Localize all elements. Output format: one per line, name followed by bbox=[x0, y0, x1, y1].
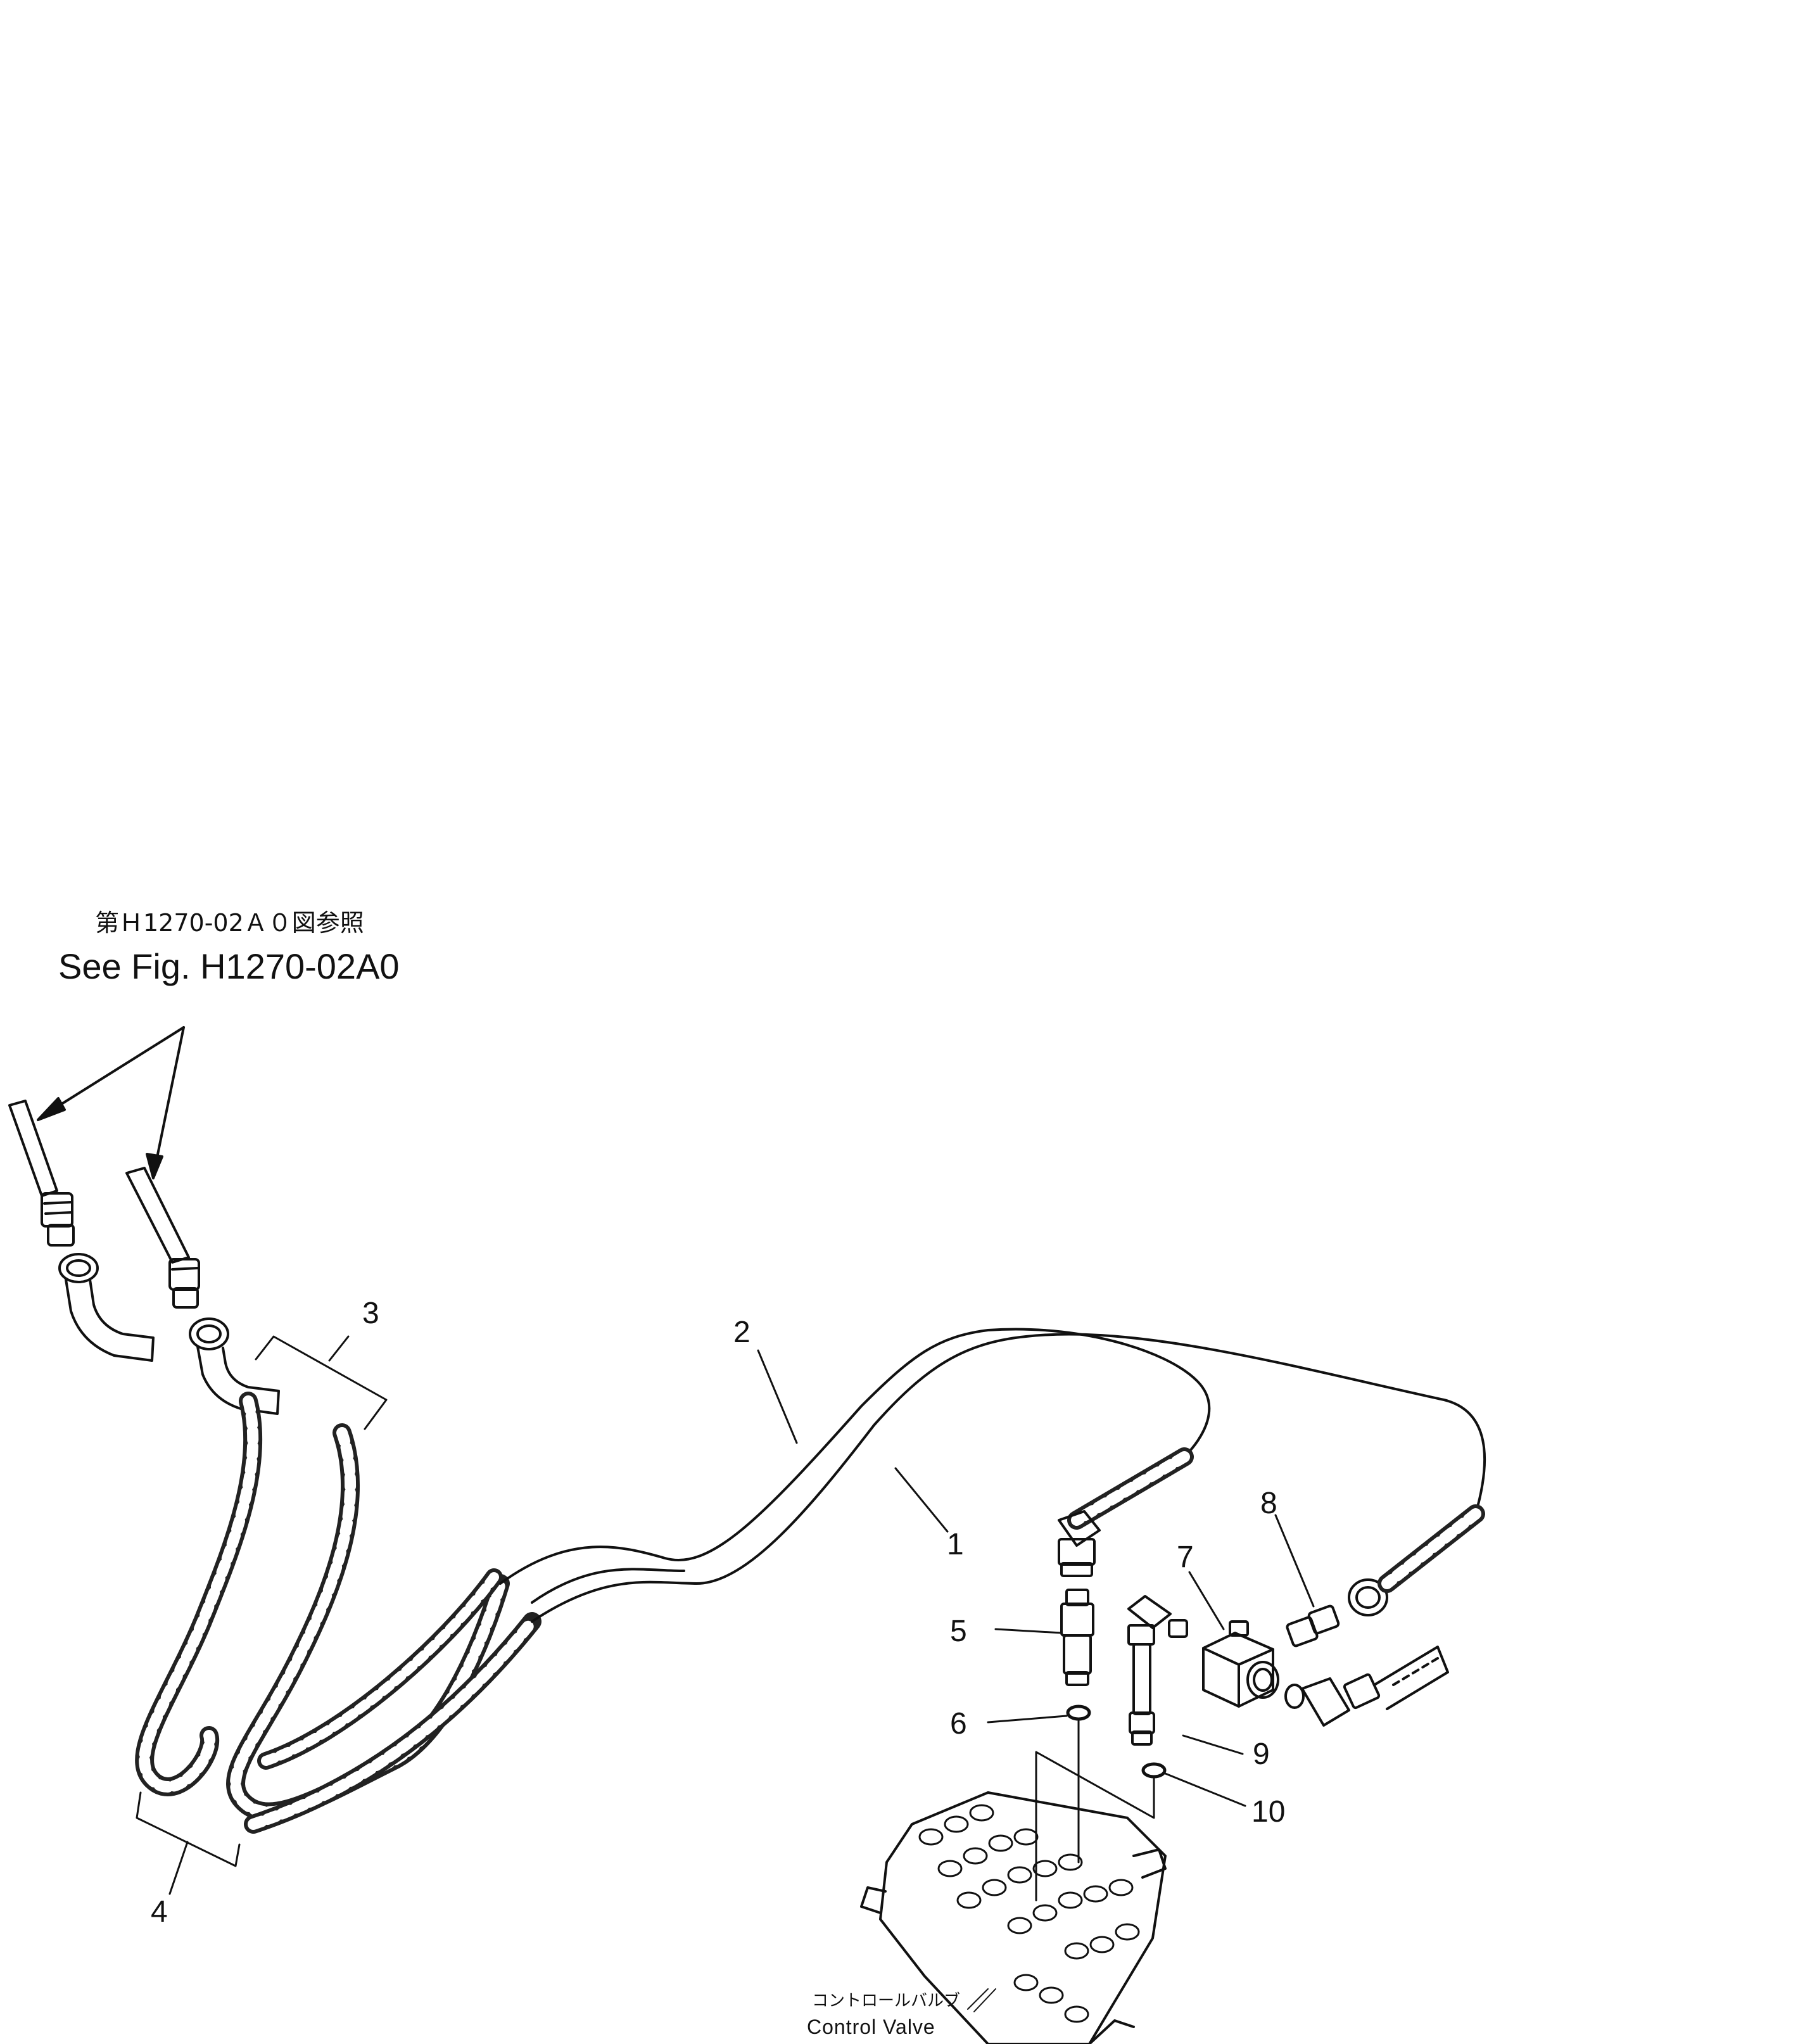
callout-6: 6 bbox=[950, 1707, 967, 1741]
part-9-elbow-adapter bbox=[1127, 1595, 1188, 1746]
hose-end-with-elbow bbox=[1058, 1447, 1194, 1577]
callout-10: 10 bbox=[1251, 1795, 1286, 1829]
callout-3: 3 bbox=[362, 1297, 379, 1330]
reference-label-en: See Fig. H1270-02A0 bbox=[58, 946, 400, 986]
callout-9: 9 bbox=[1253, 1737, 1270, 1771]
part-7-tee-block bbox=[1202, 1620, 1279, 1708]
control-valve-label-jp: コントロールバルブ bbox=[812, 1991, 961, 2010]
long-hoses bbox=[499, 1328, 1486, 1623]
callout-1: 1 bbox=[947, 1528, 964, 1561]
assembly-lines bbox=[1035, 1718, 1155, 1901]
part-8-nipple-and-hose bbox=[1286, 1504, 1485, 1647]
spiral-hose-loops bbox=[135, 1392, 542, 1834]
callout-4: 4 bbox=[151, 1895, 168, 1929]
control-valve-label-en: Control Valve bbox=[807, 2015, 935, 2038]
control-valve-body bbox=[860, 1791, 1167, 2044]
callout-7: 7 bbox=[1177, 1540, 1194, 1574]
hose-end-lower-right bbox=[1284, 1646, 1449, 1727]
pipe-ends-upper-left bbox=[8, 1100, 200, 1309]
reference-label-jp: 第Ｈ1270-02Ａ０図参照 bbox=[95, 909, 364, 937]
callout-8: 8 bbox=[1260, 1487, 1277, 1520]
callout-2: 2 bbox=[733, 1316, 750, 1349]
reference-arrows bbox=[37, 1026, 185, 1179]
part-5-adapter bbox=[1060, 1589, 1094, 1686]
callout-5: 5 bbox=[950, 1615, 967, 1648]
elbow-fittings-left bbox=[58, 1253, 280, 1415]
callout-leaders bbox=[136, 1335, 1315, 2012]
